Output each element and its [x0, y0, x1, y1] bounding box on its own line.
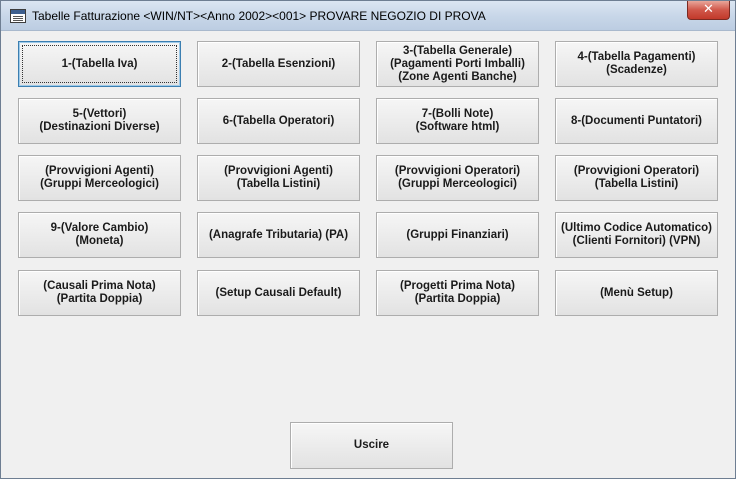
- documenti-puntatori-button[interactable]: 8-(Documenti Puntatori): [555, 98, 718, 144]
- button-label: (Ultimo Codice Automatico): [561, 222, 712, 234]
- button-label: 4-(Tabella Pagamenti): [577, 51, 696, 63]
- button-label: 3-(Tabella Generale): [402, 44, 513, 57]
- button-label: (Provvigioni Operatori): [573, 165, 700, 177]
- button-label: (Progetti Prima Nota): [399, 280, 515, 292]
- button-label: 5-(Vettori): [72, 108, 127, 120]
- tabella-esenzioni-button[interactable]: 2-(Tabella Esenzioni): [197, 41, 360, 87]
- exit-button[interactable]: Uscire: [290, 422, 453, 469]
- button-label: (Software html): [415, 121, 500, 133]
- button-label: (Zone Agenti Banche): [398, 70, 517, 83]
- ultimo-codice-automatico-button[interactable]: (Ultimo Codice Automatico) (Clienti Forn…: [555, 212, 718, 258]
- button-label: (Destinazioni Diverse): [39, 121, 160, 133]
- button-label: (Gruppi Merceologici): [398, 178, 517, 190]
- button-label: (Gruppi Merceologici): [40, 178, 159, 190]
- provvigioni-agenti-gruppi-button[interactable]: (Provvigioni Agenti) (Gruppi Merceologic…: [18, 155, 181, 201]
- button-label: (Anagrafe Tributaria) (PA): [208, 228, 349, 241]
- button-label: (Tabella Listini): [236, 178, 321, 190]
- provvigioni-agenti-listini-button[interactable]: (Provvigioni Agenti) (Tabella Listini): [197, 155, 360, 201]
- app-window-icon[interactable]: [10, 9, 26, 23]
- button-label: 8-(Documenti Puntatori): [571, 114, 702, 127]
- button-label: (Tabella Listini): [594, 178, 679, 190]
- button-label: 2-(Tabella Esenzioni): [221, 57, 336, 70]
- button-label: Uscire: [353, 439, 390, 451]
- vettori-button[interactable]: 5-(Vettori) (Destinazioni Diverse): [18, 98, 181, 144]
- tabella-operatori-button[interactable]: 6-(Tabella Operatori): [197, 98, 360, 144]
- title-bar[interactable]: Tabelle Fatturazione <WIN/NT><Anno 2002>…: [1, 1, 735, 31]
- window-title: Tabelle Fatturazione <WIN/NT><Anno 2002>…: [32, 9, 486, 23]
- tabella-pagamenti-button[interactable]: 4-(Tabella Pagamenti) (Scadenze): [555, 41, 718, 87]
- setup-causali-default-button[interactable]: (Setup Causali Default): [197, 270, 360, 316]
- button-label: (Scadenze): [606, 64, 667, 76]
- causali-prima-nota-button[interactable]: (Causali Prima Nota) (Partita Doppia): [18, 270, 181, 316]
- provvigioni-operatori-gruppi-button[interactable]: (Provvigioni Operatori) (Gruppi Merceolo…: [376, 155, 539, 201]
- button-label: (Provvigioni Operatori): [394, 165, 521, 177]
- provvigioni-operatori-listini-button[interactable]: (Provvigioni Operatori) (Tabella Listini…: [555, 155, 718, 201]
- button-label: (Clienti Fornitori) (VPN): [572, 235, 701, 247]
- button-label: 6-(Tabella Operatori): [222, 114, 335, 127]
- button-label: (Moneta): [75, 235, 124, 247]
- button-label: (Gruppi Finanziari): [406, 228, 509, 241]
- button-label: (Partita Doppia): [414, 293, 501, 305]
- progetti-prima-nota-button[interactable]: (Progetti Prima Nota) (Partita Doppia): [376, 270, 539, 316]
- button-label: (Provvigioni Agenti): [224, 165, 333, 177]
- button-label: (Pagamenti Porti Imballi): [390, 57, 525, 70]
- button-label: 9-(Valore Cambio): [50, 222, 149, 234]
- button-label: 1-(Tabella Iva): [61, 57, 138, 70]
- button-panel: 1-(Tabella Iva) 2-(Tabella Esenzioni) 3-…: [1, 32, 735, 478]
- button-label: (Provvigioni Agenti): [45, 165, 154, 177]
- bolli-note-button[interactable]: 7-(Bolli Note) (Software html): [376, 98, 539, 144]
- gruppi-finanziari-button[interactable]: (Gruppi Finanziari): [376, 212, 539, 258]
- anagrafe-tributaria-button[interactable]: (Anagrafe Tributaria) (PA): [197, 212, 360, 258]
- tabella-generale-button[interactable]: 3-(Tabella Generale) (Pagamenti Porti Im…: [376, 41, 539, 87]
- valore-cambio-button[interactable]: 9-(Valore Cambio) (Moneta): [18, 212, 181, 258]
- button-label: (Causali Prima Nota): [43, 280, 156, 292]
- button-label: (Setup Causali Default): [215, 286, 342, 299]
- close-icon: ✕: [703, 2, 714, 17]
- close-button[interactable]: ✕: [687, 1, 730, 20]
- tabella-iva-button[interactable]: 1-(Tabella Iva): [18, 41, 181, 87]
- button-label: (Partita Doppia): [56, 293, 143, 305]
- button-label: (Menù Setup): [600, 286, 673, 299]
- button-label: 7-(Bolli Note): [421, 108, 494, 120]
- menu-setup-button[interactable]: (Menù Setup): [555, 270, 718, 316]
